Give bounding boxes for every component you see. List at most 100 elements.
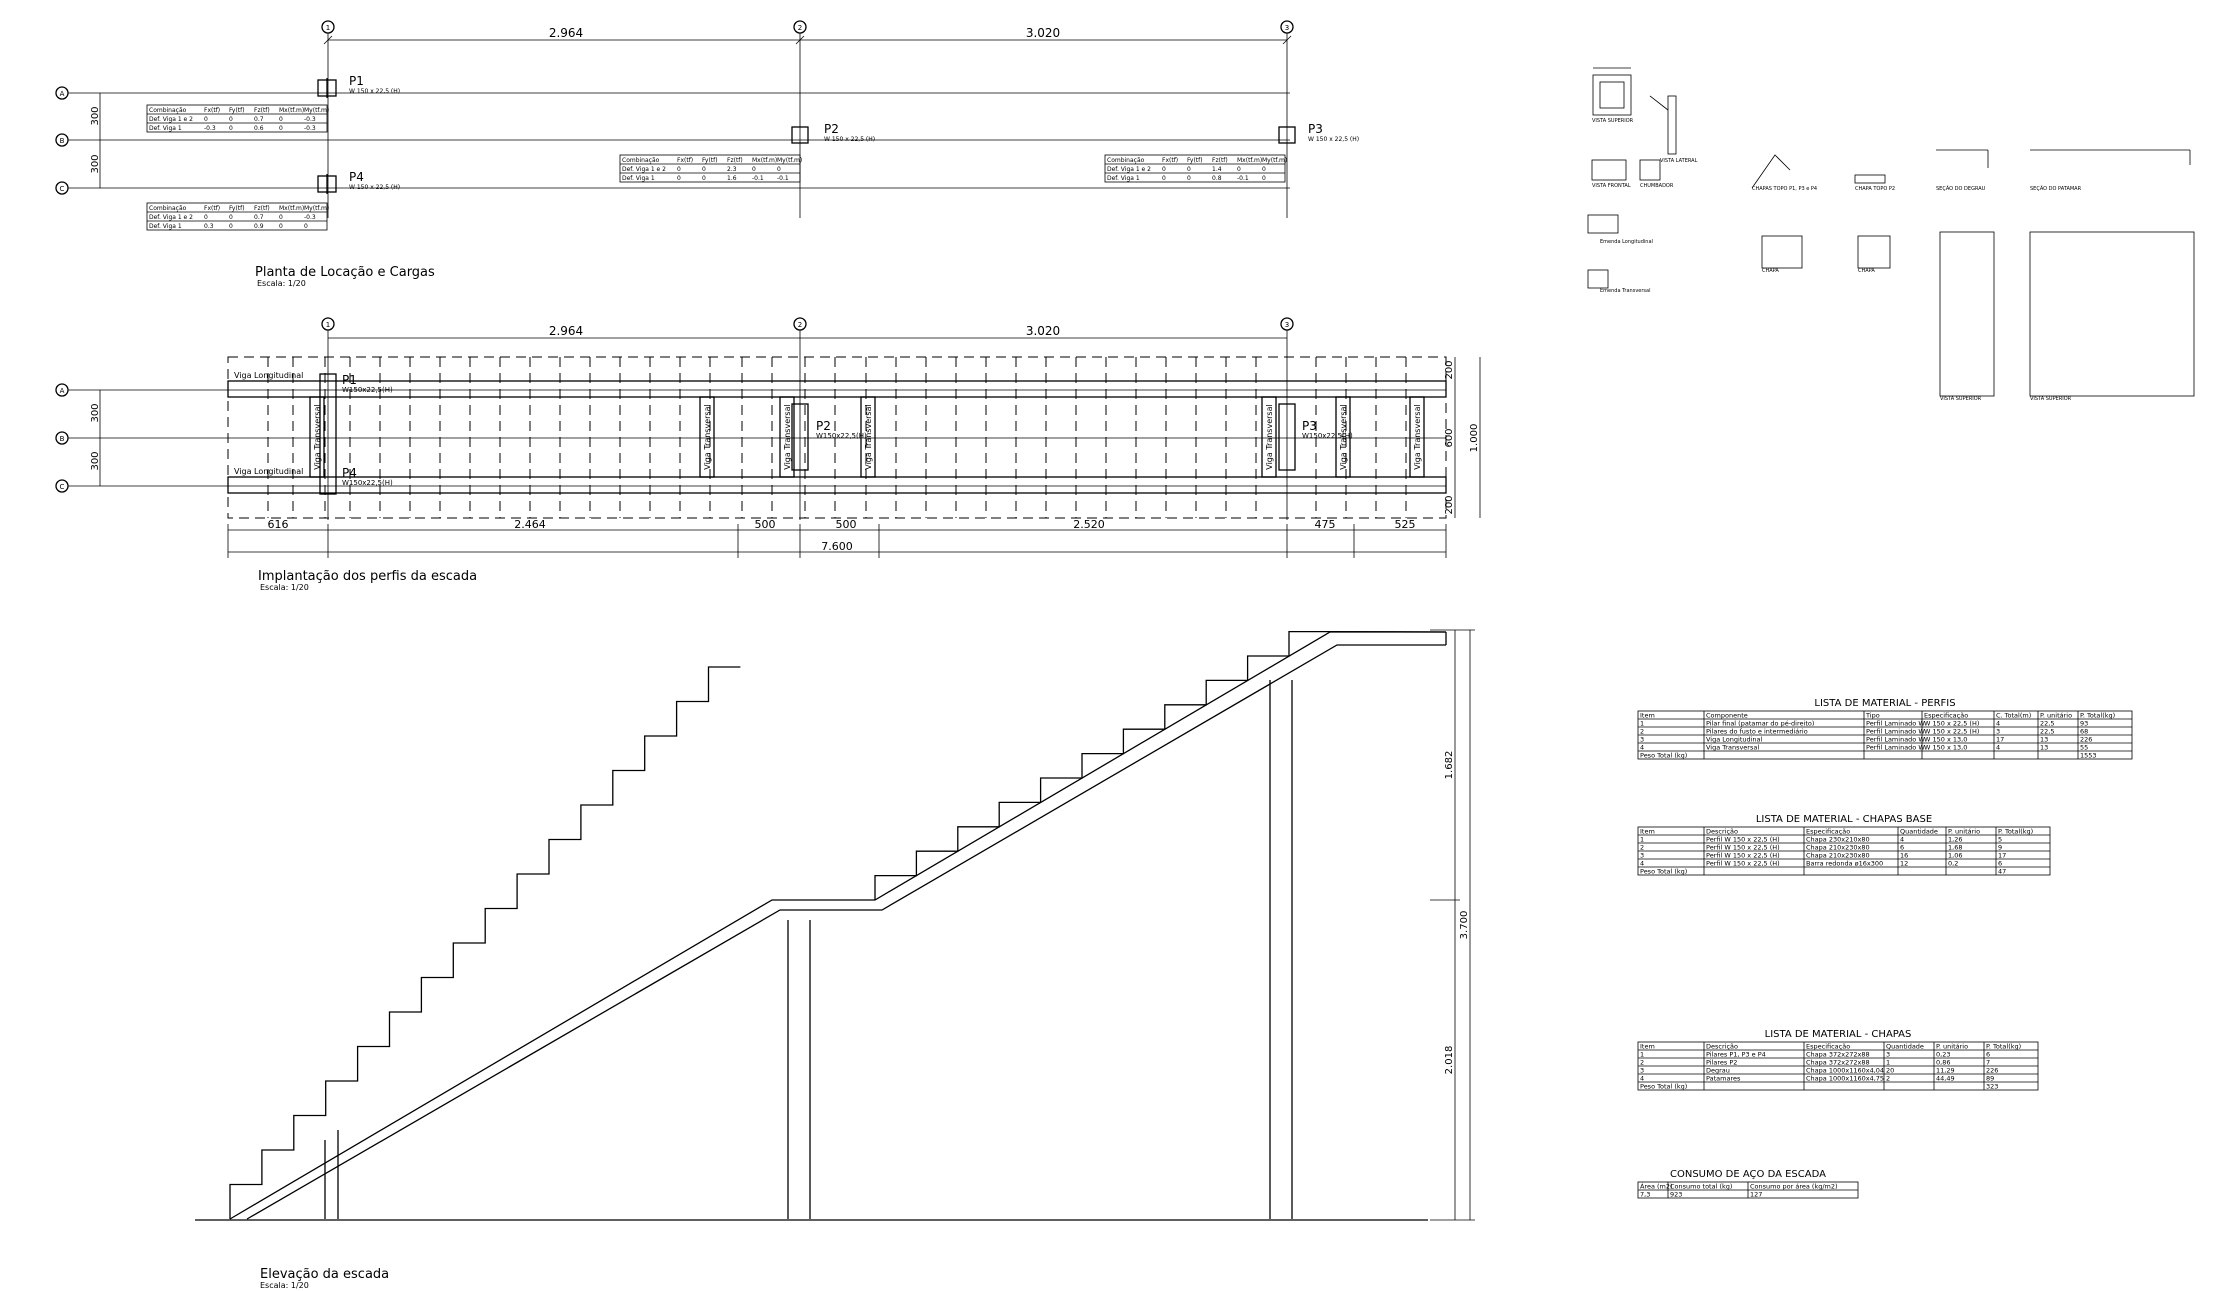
table-cell: 4 [1640,744,1644,752]
table-cell: 6 [1900,844,1904,852]
dim-300-c: 300 [90,403,101,422]
load-cell: Def. Viga 1 [622,175,655,182]
table-cell: 93 [2080,720,2088,728]
load-cell: Mx(tf.m) [279,107,304,114]
load-cell: 0.7 [254,214,264,221]
load-cell: 1.4 [1212,166,1222,173]
load-cell: 0 [304,223,308,230]
table-cell: 1 [1640,1051,1644,1059]
axis-label-2: 2 [798,24,802,32]
table-cell: Pilares do fusto e intermediário [1706,728,1808,736]
table-cell: Especificação [1806,828,1850,836]
table-cell: Peso Total (kg) [1640,752,1687,760]
dim-3700: 3.700 [1459,911,1470,940]
beam-long-label-2: Viga Longitudinal [234,467,303,476]
load-cell: 0.8 [1212,175,1222,182]
table-cell: 3 [1640,736,1644,744]
detail-label-4: Emenda Longitudinal [1600,239,1653,245]
table-cell: Item [1640,712,1655,720]
table-cell: 7 [1986,1059,1990,1067]
table-cell: 226 [2080,736,2092,744]
table-cell: Pilar final (patamar do pé-direito) [1706,720,1814,728]
dim-7600: 7.600 [821,540,853,553]
dim-2964: 2.964 [549,26,583,40]
load-cell: Combinação [149,107,187,114]
elev-title: Elevação da escada [260,1267,389,1282]
load-cell: Def. Viga 1 [149,223,182,230]
detail-label-6: CHAPAS TOPO P1, P3 e P4 [1752,186,1817,192]
table-cell: Especificação [1806,1043,1850,1051]
table-cell: Chapa 230x210x80 [1806,836,1870,844]
table-cell: Chapa 1000x1160x4,75 [1806,1075,1884,1083]
pillar2-p4-profile: W150x22,5(H) [342,479,393,487]
table-cell: Pilares P2 [1706,1059,1737,1067]
load-cell: 0 [777,166,781,173]
load-cell: Fx(tf) [1162,157,1178,164]
beam-trans-label: Viga Transversal [1265,404,1274,469]
load-cell: 0 [1162,175,1166,182]
pillar-p3-profile: W 150 x 22,5 (H) [1308,136,1359,143]
row-bubble-C2 [55,479,69,493]
beam-trans-label: Viga Transversal [313,404,322,469]
load-cell: Fy(tf) [229,107,245,114]
load-cell: 0 [279,214,283,221]
pillar-p4-profile: W 150 x 22,5 (H) [349,184,400,191]
pillar2-p1-profile: W150x22,5(H) [342,386,393,394]
row-bubble-A [55,86,69,100]
table-cell: 89 [1986,1075,1994,1083]
dim-2464: 2.464 [514,518,546,531]
table-cell: Patamares [1706,1075,1741,1083]
load-cell: 0.7 [254,116,264,123]
row-label-A2: A [60,387,65,395]
dim-616: 616 [268,518,289,531]
load-cell: Mx(tf.m) [752,157,777,164]
table-cell: 4 [1996,744,2000,752]
pillar-p1-label: P1 [349,74,364,88]
table-cell: 3 [1640,852,1644,860]
load-cell: My(tf.m) [777,157,802,164]
load-cell: Def. Viga 1 e 2 [149,214,193,221]
dim-2018: 2.018 [1444,1046,1455,1075]
table-cell: W 150 x 22,5 (H) [1924,720,1979,728]
detail-label-3: CHUMBADOR [1640,183,1674,189]
table-cell: 4 [1640,860,1644,868]
beam-trans-label: Viga Transversal [783,404,792,469]
table-cell: C. Total(m) [1996,712,2031,720]
table-cell: P. Total(kg) [1998,828,2033,836]
dim-3020: 3.020 [1026,26,1060,40]
axis-label-3b: 3 [1285,321,1289,329]
table-cell: 3 [1886,1051,1890,1059]
table-cell: Perfil Laminado W [1866,736,1925,744]
table-cell: Viga Longitudinal [1706,736,1763,744]
elevation-stair: 1.682 2.018 3.700 Elevação da escada Esc… [195,629,1475,1290]
load-cell: Def. Viga 1 [1107,175,1140,182]
plan1-scale: Escala: 1/20 [257,279,306,288]
table-cell: 20 [1886,1067,1894,1075]
table-cell: 4 [1996,720,2000,728]
dim-300-d: 300 [90,451,101,470]
load-cell: 0 [702,175,706,182]
load-cell: 0 [677,166,681,173]
load-cell: 0 [1187,166,1191,173]
table-cell: 226 [1986,1067,1998,1075]
load-cell: My(tf.m) [304,107,329,114]
load-cell: 0 [229,214,233,221]
load-cell: 0 [677,175,681,182]
pillar-p2-profile: W 150 x 22,5 (H) [824,136,875,143]
load-cell: -0.1 [1237,175,1249,182]
table-cell: 0,23 [1936,1051,1950,1059]
pillar-p3-label: P3 [1308,122,1323,136]
table-cell: Peso Total (kg) [1640,868,1687,876]
load-cell: 2.3 [727,166,737,173]
load-cell: 0 [229,125,233,132]
load-cell: Fz(tf) [254,205,270,212]
axis-label-2b: 2 [798,321,802,329]
pillar-p2-label: P2 [824,122,839,136]
table-cell: 2 [1640,1059,1644,1067]
table-cell: 55 [2080,744,2088,752]
load-cell: -0.3 [204,125,216,132]
table-title: LISTA DE MATERIAL - PERFIS [1814,698,1955,709]
pillar-p4-label: P4 [349,170,364,184]
load-cell: Mx(tf.m) [279,205,304,212]
table-cell: Chapa 210x230x80 [1806,852,1870,860]
